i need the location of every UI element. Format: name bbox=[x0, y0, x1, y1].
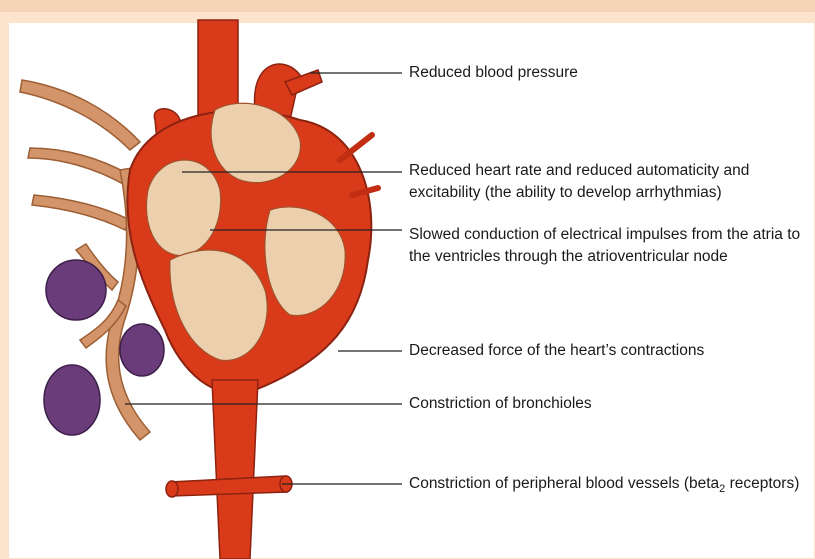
label-peripheral-prefix: Constriction of peripheral blood vessels… bbox=[409, 475, 719, 492]
label-peripheral-suffix: receptors) bbox=[725, 475, 799, 492]
label-conduction: Slowed conduction of electrical impulses… bbox=[409, 224, 809, 268]
label-heart-rate: Reduced heart rate and reduced automatic… bbox=[409, 160, 809, 204]
label-force: Decreased force of the heart’s contracti… bbox=[409, 340, 809, 362]
label-bronchioles: Constriction of bronchioles bbox=[409, 393, 809, 415]
descending-aorta bbox=[166, 380, 292, 559]
label-peripheral-vessels: Constriction of peripheral blood vessels… bbox=[409, 473, 809, 495]
label-blood-pressure: Reduced blood pressure bbox=[409, 62, 809, 84]
